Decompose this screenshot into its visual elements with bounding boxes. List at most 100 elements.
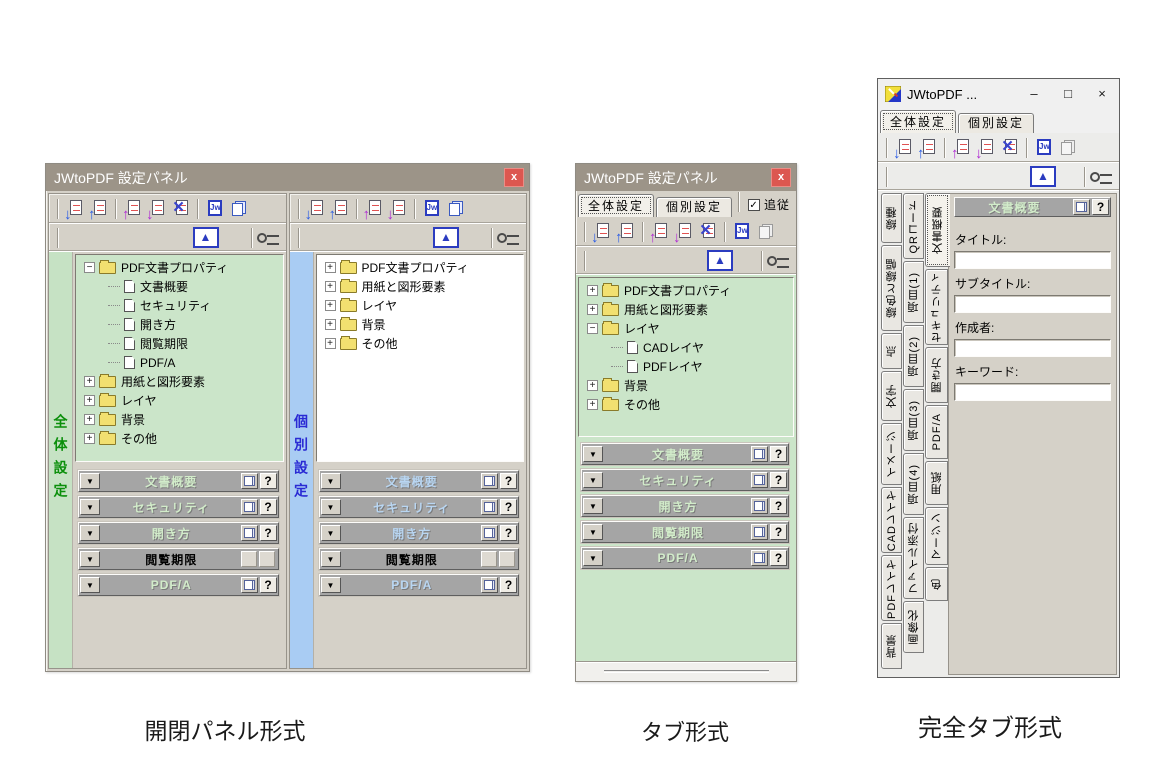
tab-global-settings[interactable]: 全体設定 xyxy=(578,194,655,217)
vtab-item-1[interactable]: 項目(1) xyxy=(903,261,924,323)
save-settings-icon[interactable]: ↑ xyxy=(329,199,351,222)
jw-file-icon[interactable]: Jw xyxy=(204,199,226,219)
import-partial-icon[interactable]: ↑ xyxy=(122,199,144,222)
delete-settings-icon[interactable]: × xyxy=(999,136,1021,158)
delete-settings-icon[interactable]: × xyxy=(170,197,192,219)
copy-icon[interactable] xyxy=(240,525,258,541)
vtab-rasterize[interactable]: 画像化 xyxy=(903,601,924,653)
vtab-item-4[interactable]: 項目(4) xyxy=(903,453,924,515)
expand-section-button[interactable]: ▼ xyxy=(320,577,341,593)
expand-section-button[interactable]: ▼ xyxy=(80,551,100,567)
expand-section-button[interactable]: ▼ xyxy=(583,498,603,514)
tree-item[interactable]: +レイヤ xyxy=(78,391,283,410)
tree-item[interactable]: +背景 xyxy=(319,315,524,334)
load-settings-icon[interactable]: ↓ xyxy=(591,222,613,245)
import-partial-icon[interactable]: ↑ xyxy=(951,138,973,161)
tree-item[interactable]: 文書概要 xyxy=(78,277,283,296)
vtab-point[interactable]: 点 xyxy=(881,333,902,369)
vtab-qr-code[interactable]: QRコード xyxy=(903,193,924,259)
save-settings-icon[interactable]: ↑ xyxy=(615,222,637,245)
delete-settings-icon[interactable]: × xyxy=(697,220,719,242)
copy-icon[interactable] xyxy=(481,525,498,541)
title-bar[interactable]: JWtoPDF ... – □ × xyxy=(878,79,1119,109)
help-button[interactable]: ? xyxy=(500,525,517,541)
expand-section-button[interactable]: ▼ xyxy=(583,550,603,566)
expand-section-button[interactable]: ▼ xyxy=(320,473,341,489)
expand-toggle-icon[interactable]: + xyxy=(587,399,598,410)
copy-icon[interactable] xyxy=(240,577,258,593)
help-button[interactable]: ? xyxy=(259,525,277,541)
help-button[interactable]: ? xyxy=(500,577,517,593)
vtab-item-2[interactable]: 項目(2) xyxy=(903,325,924,387)
expand-toggle-icon[interactable]: + xyxy=(324,281,336,292)
tree-item[interactable]: CADレイヤ xyxy=(581,338,793,357)
wrench-icon[interactable] xyxy=(497,231,520,245)
copy-icon[interactable] xyxy=(751,472,768,488)
tab-individual-settings[interactable]: 個別設定 xyxy=(958,113,1035,133)
expand-toggle-icon[interactable]: + xyxy=(324,319,336,330)
vtab-background[interactable]: 背景 xyxy=(881,623,902,669)
copy-settings-icon[interactable] xyxy=(445,199,467,219)
title-bar[interactable]: JWtoPDF 設定パネル x xyxy=(46,164,529,191)
copy-icon[interactable] xyxy=(240,499,258,515)
copy-icon[interactable] xyxy=(751,498,768,514)
copy-icon[interactable] xyxy=(481,577,498,593)
vtab-color[interactable]: 色 xyxy=(925,567,948,601)
tree-item[interactable]: +用紙と図形要素 xyxy=(78,372,283,391)
tree-item[interactable]: +PDF文書プロパティ xyxy=(581,281,793,300)
expand-toggle-icon[interactable]: + xyxy=(84,395,95,406)
expand-toggle-icon[interactable]: + xyxy=(84,376,95,387)
expand-toggle-icon[interactable]: + xyxy=(324,338,336,349)
tree-item[interactable]: +その他 xyxy=(581,395,793,414)
jw-file-icon[interactable]: Jw xyxy=(1033,138,1055,158)
expand-section-button[interactable]: ▼ xyxy=(583,524,603,540)
minimize-button[interactable]: – xyxy=(1030,86,1038,101)
load-settings-icon[interactable]: ↓ xyxy=(893,138,915,161)
tree-item[interactable]: +背景 xyxy=(78,410,283,429)
help-button[interactable]: ? xyxy=(500,499,517,515)
wrench-icon[interactable] xyxy=(767,254,790,268)
tree-item[interactable]: PDF/A xyxy=(78,353,283,372)
expand-toggle-icon[interactable]: + xyxy=(324,300,336,311)
tree-item[interactable]: 閲覧期限 xyxy=(78,334,283,353)
help-button[interactable]: ? xyxy=(770,498,787,514)
vtab-line-type[interactable]: 線種 xyxy=(881,193,902,243)
vtab-margin[interactable]: マージン xyxy=(925,507,948,565)
import-partial-icon[interactable]: ↑ xyxy=(649,222,671,245)
vtab-text[interactable]: 文字 xyxy=(881,371,902,421)
import-partial-icon[interactable]: ↑ xyxy=(363,199,385,222)
copy-icon[interactable] xyxy=(751,446,768,462)
vtab-opening[interactable]: 開き方 xyxy=(925,347,948,403)
collapse-toggle-icon[interactable]: − xyxy=(587,323,598,334)
keywords-input[interactable] xyxy=(954,383,1111,401)
tree-item[interactable]: −PDF文書プロパティ xyxy=(78,258,283,277)
save-settings-icon[interactable]: ↑ xyxy=(917,138,939,161)
expand-section-button[interactable]: ▼ xyxy=(80,525,100,541)
copy-icon[interactable] xyxy=(751,550,768,566)
vtab-security[interactable]: セキュリティ xyxy=(925,269,948,345)
export-partial-icon[interactable]: ↓ xyxy=(975,138,997,161)
vtab-file-attach[interactable]: ファイル添付 xyxy=(903,517,924,599)
help-button[interactable]: ? xyxy=(770,550,787,566)
tree-item[interactable]: PDFレイヤ xyxy=(581,357,793,376)
expand-section-button[interactable]: ▼ xyxy=(80,499,100,515)
vtab-pdf-layer[interactable]: PDFレイヤ xyxy=(881,555,902,621)
expand-toggle-icon[interactable]: + xyxy=(324,262,336,273)
collapse-all-button[interactable]: ▲ xyxy=(433,227,459,248)
help-button[interactable]: ? xyxy=(500,473,517,489)
expand-section-button[interactable]: ▼ xyxy=(320,499,341,515)
tree-item[interactable]: +その他 xyxy=(319,334,524,353)
title-bar[interactable]: JWtoPDF 設定パネル x xyxy=(576,164,796,191)
jw-file-icon[interactable]: Jw xyxy=(731,222,753,242)
close-button[interactable]: x xyxy=(771,168,791,187)
save-settings-icon[interactable]: ↑ xyxy=(88,199,110,222)
author-input[interactable] xyxy=(954,339,1111,357)
copy-settings-icon[interactable] xyxy=(228,199,250,219)
copy-icon[interactable] xyxy=(1073,199,1090,215)
expand-section-button[interactable]: ▼ xyxy=(583,446,603,462)
maximize-button[interactable]: □ xyxy=(1064,86,1072,101)
expand-toggle-icon[interactable]: + xyxy=(84,433,95,444)
help-button[interactable]: ? xyxy=(770,446,787,462)
help-button[interactable]: ? xyxy=(770,472,787,488)
copy-icon[interactable] xyxy=(481,499,498,515)
